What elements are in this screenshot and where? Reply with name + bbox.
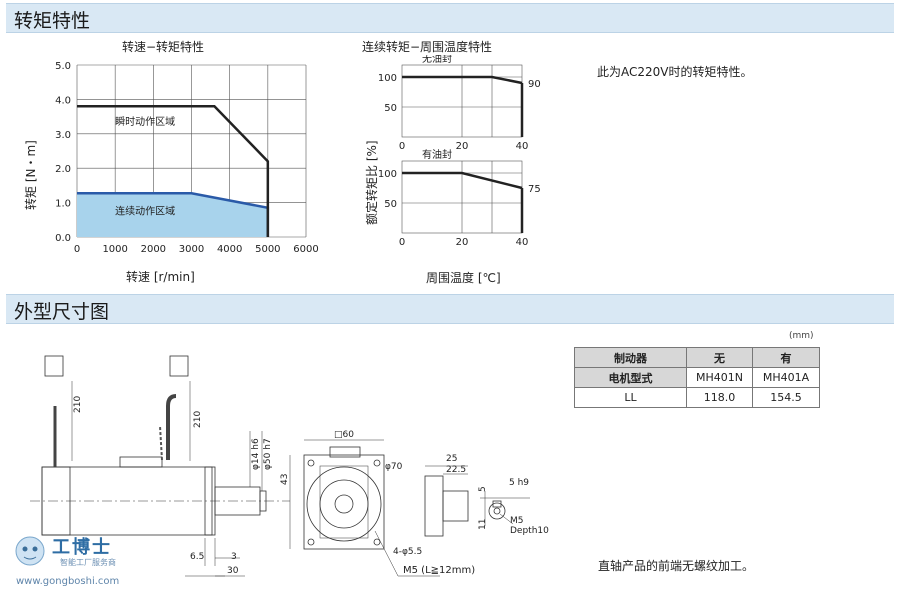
instant-region-line	[77, 105, 270, 237]
section-title: 外型尺寸图	[14, 301, 110, 323]
dim-shaft-length: 25	[446, 454, 458, 464]
shaft-detail	[424, 465, 530, 537]
section-header-dimensions: 外型尺寸图	[6, 294, 894, 324]
watermark-logo: 工博士 智能工厂服务商 www.gongboshi.com	[10, 527, 140, 602]
chart1-xlabel: 转速 [r/min]	[126, 270, 195, 284]
dim-shaft-diameter: φ14 h6	[251, 438, 261, 470]
dim-shaft-ext: 30	[227, 566, 239, 576]
x-tick-label: 0	[74, 244, 80, 255]
table-unit: (mm)	[789, 331, 814, 341]
dim-key-height: 5	[478, 486, 488, 492]
ratio-line	[402, 171, 523, 190]
x-tick-label: 5000	[255, 244, 280, 255]
table-row: LL 118.0 154.5	[574, 387, 820, 408]
ac-voltage-note: 此为AC220V时的转矩特性。	[597, 65, 753, 79]
dim-spigot: 3	[231, 552, 237, 562]
continuous-region	[77, 193, 268, 237]
dim-flange-square: □60	[334, 430, 354, 440]
x-tick-label: 3000	[179, 244, 204, 255]
x-tick-label: 40	[516, 237, 529, 248]
motor-front-view	[289, 439, 440, 577]
speed-torque-chart: 0.0 1.0 2.0 3.0 4.0 5.0 0 1000 2000 3000 4000 5000 6…	[55, 61, 319, 255]
panel-label: 有油封	[422, 148, 452, 161]
x-tick-label: 4000	[217, 244, 242, 255]
dim-screw: M5 (L≧12mm)	[403, 565, 476, 576]
watermark-tagline: 智能工厂服务商	[60, 558, 116, 567]
table-row-label: 电机型式	[574, 367, 687, 388]
ratio-line	[402, 75, 523, 85]
table-cell: 118.0	[686, 387, 753, 408]
temperature-torque-chart: 100 50 0 20 40 无油封 90 100 50 0 20 40 有油封 75	[378, 55, 541, 248]
dim-bolt-circle: φ70	[385, 462, 403, 472]
dim-tap: M5	[510, 516, 524, 526]
table-header-row: 制动器 无 有	[574, 347, 820, 368]
dim-key-length: 22.5	[446, 465, 467, 475]
panel-label: 无油封	[422, 55, 452, 65]
chart2-title: 连续转矩−周围温度特性	[362, 40, 493, 54]
dimension-drawing	[30, 355, 530, 577]
dim-cable-length: 210	[193, 410, 203, 428]
continuous-region-label: 连续动作区域	[115, 205, 175, 218]
dim-tap-depth: Depth10	[510, 526, 549, 536]
chart2-xlabel: 周围温度 [℃]	[426, 271, 501, 285]
robot-mascot-icon	[15, 536, 45, 566]
x-tick-label: 0	[399, 237, 405, 248]
y-tick-label: 50	[384, 103, 397, 114]
y-tick-label: 2.0	[55, 164, 71, 175]
y-tick-label: 100	[378, 73, 397, 84]
spec-table: 制动器 无 有 电机型式 MH401N MH401A LL 118.0 154.…	[574, 347, 820, 408]
y-tick-label: 4.0	[55, 95, 71, 106]
y-tick-label: 0.0	[55, 233, 71, 244]
watermark-url: www.gongboshi.com	[16, 576, 120, 587]
dim-pilot-diameter: φ50 h7	[263, 438, 273, 470]
x-tick-label: 20	[456, 141, 469, 152]
section-header-torque: 转矩特性	[6, 3, 894, 33]
table-row-label: LL	[574, 387, 687, 408]
chart1-title: 转速−转矩特性	[122, 40, 205, 54]
table-cell: 154.5	[752, 387, 820, 408]
x-tick-label: 40	[516, 141, 529, 152]
table-cell: MH401N	[686, 367, 753, 388]
section-title: 转矩特性	[14, 10, 91, 32]
y-tick-label: 100	[378, 169, 397, 180]
table-cell: MH401A	[752, 367, 820, 388]
x-tick-label: 6000	[293, 244, 318, 255]
watermark-brand: 工博士	[52, 537, 112, 558]
dim-key-width: 5 h9	[509, 478, 530, 488]
dim-key-depth: 11	[478, 518, 488, 530]
x-tick-label: 0	[399, 141, 405, 152]
dim-flange-thickness: 6.5	[190, 552, 205, 562]
table-header-cell: 无	[686, 347, 753, 368]
y-tick-label: 5.0	[55, 61, 71, 72]
x-tick-label: 20	[456, 237, 469, 248]
end-value-label: 75	[528, 184, 541, 195]
table-row: 电机型式 MH401N MH401A	[574, 367, 820, 388]
end-value-label: 90	[528, 79, 541, 90]
motor-side-view	[30, 355, 290, 577]
x-tick-label: 1000	[102, 244, 127, 255]
y-tick-label: 1.0	[55, 199, 71, 210]
chart2-ylabel: 额定转矩比 [%]	[365, 140, 379, 225]
dim-height: 43	[280, 473, 290, 485]
x-tick-label: 2000	[141, 244, 166, 255]
shaft-note: 直轴产品的前端无螺纹加工。	[598, 559, 755, 573]
table-header-cell: 有	[752, 347, 820, 368]
y-tick-label: 50	[384, 199, 397, 210]
dim-mount-holes: 4-φ5.5	[393, 547, 423, 557]
y-tick-label: 3.0	[55, 130, 71, 141]
dim-cable-length: 210	[73, 395, 83, 413]
instant-region-label: 瞬时动作区域	[115, 115, 175, 128]
table-header-cell: 制动器	[574, 347, 687, 368]
chart1-ylabel: 转矩 [N・m]	[24, 140, 38, 210]
